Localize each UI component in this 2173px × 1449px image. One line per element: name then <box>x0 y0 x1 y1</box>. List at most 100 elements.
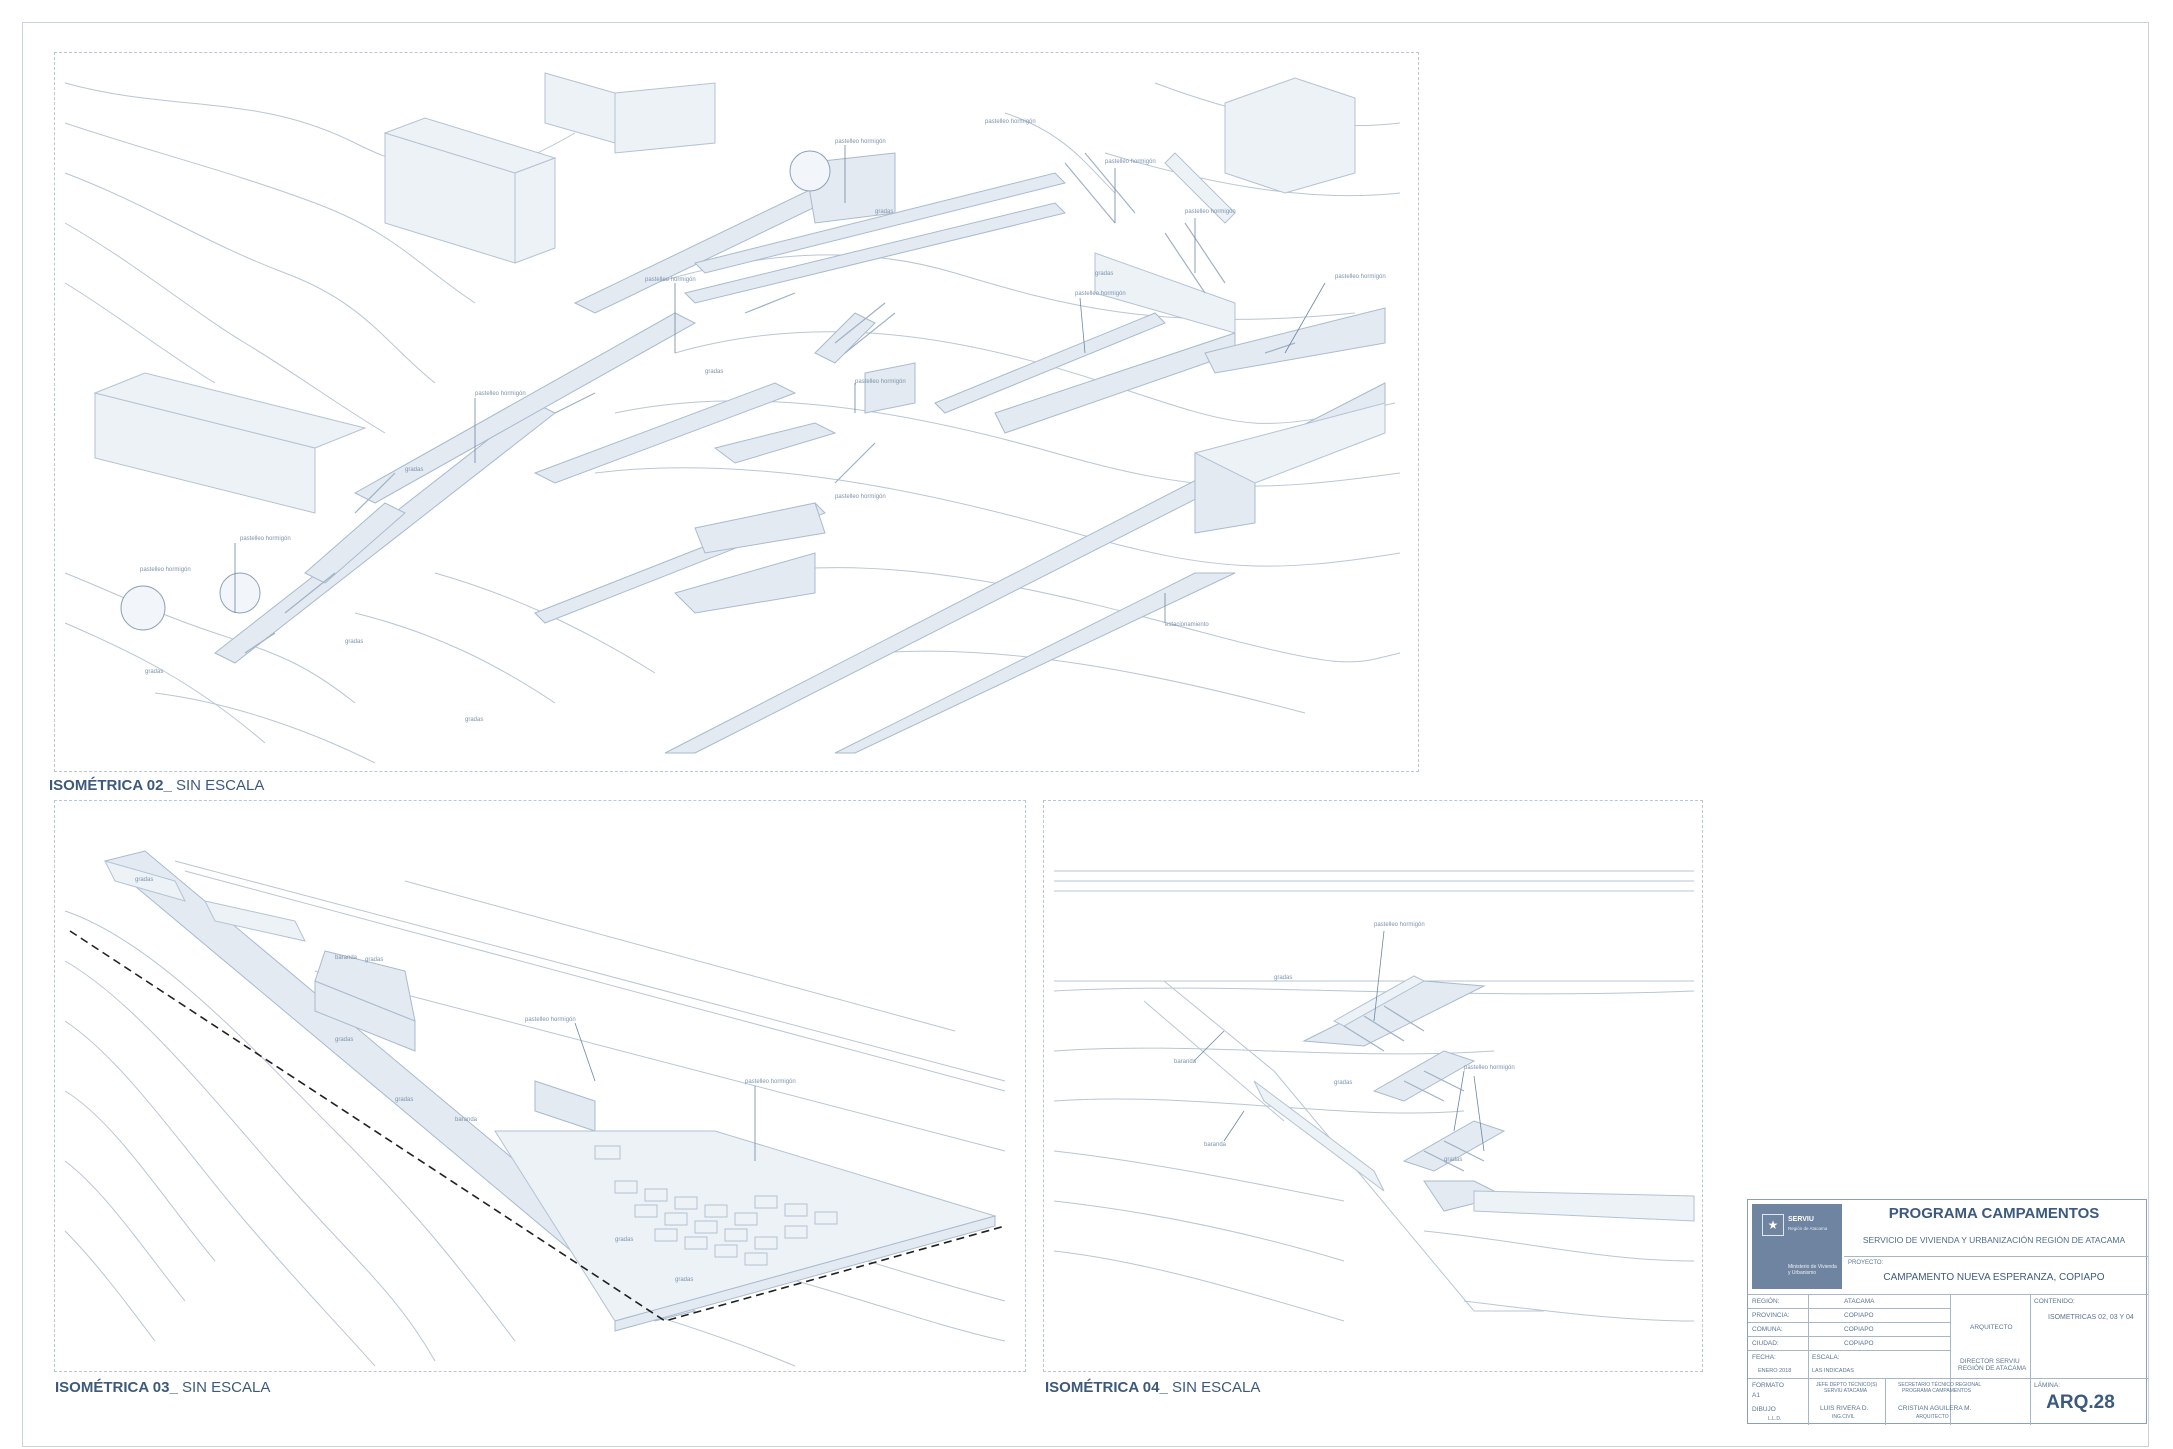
svg-text:gradas: gradas <box>1334 1080 1352 1086</box>
svg-text:gradas: gradas <box>705 369 723 375</box>
isometric-03-title-bold: ISOMÉTRICA 03_ <box>55 1379 178 1396</box>
svg-text:gradas: gradas <box>345 639 363 645</box>
svg-text:pastelleo hormigón: pastelleo hormigón <box>1374 922 1425 928</box>
project-label: PROYECTO: <box>1848 1260 1884 1266</box>
fecha-label: FECHA: <box>1752 1354 1776 1361</box>
terrace-platforms <box>103 850 997 1332</box>
svg-text:pastelleo hormigón: pastelleo hormigón <box>745 1079 796 1085</box>
divider <box>1748 1322 1950 1323</box>
svg-text:gradas: gradas <box>1095 271 1113 277</box>
region-value: ATACAMA <box>1844 1298 1875 1305</box>
svg-text:gradas: gradas <box>1274 975 1292 981</box>
svg-text:gradas: gradas <box>365 957 383 963</box>
dibujo-value: L.L.D. <box>1768 1416 1782 1422</box>
divider <box>1748 1294 2148 1295</box>
svg-text:pastelleo hormigón: pastelleo hormigón <box>855 379 906 385</box>
secretario-sub: PROGRAMA CAMPAMENTOS <box>1902 1388 1971 1394</box>
svg-text:pastelleo hormigón: pastelleo hormigón <box>835 139 886 145</box>
dibujo-label: DIBUJO <box>1752 1406 1776 1413</box>
svg-text:gradas: gradas <box>135 877 153 883</box>
isometric-02-title-bold: ISOMÉTRICA 02_ <box>49 777 172 794</box>
program-subtitle: SERVICIO DE VIVIENDA Y URBANIZACIÓN REGI… <box>1862 1235 2126 1245</box>
director-sub: REGIÓN DE ATACAMA <box>1958 1365 2027 1372</box>
isometric-04-title: ISOMÉTRICA 04_ SIN ESCALA <box>1045 1379 1260 1396</box>
svg-text:gradas: gradas <box>465 717 483 723</box>
isometric-02-title: ISOMÉTRICA 02_ SIN ESCALA <box>49 777 264 794</box>
isometric-02-title-scale: SIN ESCALA <box>171 777 265 794</box>
jefe-name: LUIS RIVERA D. <box>1820 1405 1869 1412</box>
title-block: ★ SERVIU Región de Atacama Ministerio de… <box>1747 1199 2148 1425</box>
divider <box>1748 1336 1950 1337</box>
formato-label: FORMATO <box>1752 1382 1784 1389</box>
comuna-value: COPIAPO <box>1844 1326 1874 1333</box>
sheet-border <box>22 22 2149 1447</box>
svg-text:pastelleo hormigón: pastelleo hormigón <box>1075 291 1126 297</box>
svg-text:baranda: baranda <box>455 1117 478 1123</box>
terraces-ramps <box>214 152 1386 664</box>
government-seal-icon: ★ <box>1762 1214 1784 1236</box>
svg-text:gradas: gradas <box>405 467 423 473</box>
arquitecto-label: ARQUITECTO <box>1970 1324 2013 1331</box>
secretario-name: CRISTIAN AGUILERA M. <box>1898 1405 1972 1412</box>
lower-platform <box>664 382 1386 754</box>
comuna-label: COMUNA: <box>1752 1326 1783 1333</box>
jefe-title: ING.CIVIL <box>1832 1414 1855 1420</box>
director-label: DIRECTOR SERVIU <box>1960 1358 2020 1365</box>
provincia-value: COPIAPO <box>1844 1312 1874 1319</box>
divider <box>1950 1294 1951 1425</box>
svg-text:gradas: gradas <box>875 209 893 215</box>
isometric-02-drawing: pastelleo hormigón pastelleo hormigón pa… <box>64 72 1401 764</box>
building-volumes <box>93 72 1356 514</box>
annotations: pastelleo hormigón pastelleo hormigón gr… <box>135 877 796 1283</box>
divider <box>1808 1378 1809 1425</box>
divider <box>1748 1350 1950 1351</box>
annotations: pastelleo hormigón pastelleo hormigón ba… <box>1174 922 1515 1163</box>
escala-value: LAS INDICADAS <box>1812 1368 1854 1374</box>
contour-lines <box>64 82 1401 764</box>
lamina-label: LÁMINA: <box>2034 1382 2061 1389</box>
isometric-04-title-scale: SIN ESCALA <box>1167 1379 1261 1396</box>
svg-text:pastelleo hormigón: pastelleo hormigón <box>835 494 886 500</box>
isometric-04-drawing: pastelleo hormigón pastelleo hormigón ba… <box>1053 870 1695 1322</box>
serviu-logo: ★ SERVIU Región de Atacama Ministerio de… <box>1752 1204 1842 1289</box>
svg-text:gradas: gradas <box>145 669 163 675</box>
section-line <box>69 930 1006 1322</box>
secretario-title: ARQUITECTO <box>1916 1414 1949 1420</box>
svg-text:baranda: baranda <box>335 955 358 961</box>
svg-text:pastelleo hormigón: pastelleo hormigón <box>645 277 696 283</box>
svg-text:gradas: gradas <box>675 1277 693 1283</box>
isometric-02-viewport: pastelleo hormigón pastelleo hormigón pa… <box>54 52 1419 772</box>
svg-text:gradas: gradas <box>1444 1157 1462 1163</box>
logo-ministry: Ministerio de Vivienda y Urbanismo <box>1788 1264 1837 1276</box>
svg-text:pastelleo hormigón: pastelleo hormigón <box>1335 274 1386 280</box>
svg-text:pastelleo hormigón: pastelleo hormigón <box>1105 159 1156 165</box>
logo-subtitle: Región de Atacama <box>1788 1226 1828 1231</box>
svg-text:pastelleo hormigón: pastelleo hormigón <box>525 1017 576 1023</box>
program-title: PROGRAMA CAMPAMENTOS <box>1888 1205 2100 1222</box>
escala-label: ESCALA: <box>1812 1354 1840 1361</box>
svg-text:pastelleo hormigón: pastelleo hormigón <box>985 119 1036 125</box>
project-name: CAMPAMENTO NUEVA ESPERANZA, COPIAPO <box>1883 1272 2105 1283</box>
contenido-label: CONTENIDO: <box>2034 1298 2075 1305</box>
fecha-value: ENERO 2018 <box>1758 1368 1792 1374</box>
svg-text:estacionamiento: estacionamiento <box>1165 622 1209 628</box>
stair-platforms <box>1253 975 1695 1222</box>
svg-text:pastelleo hormigón: pastelleo hormigón <box>140 567 191 573</box>
divider <box>2030 1294 2031 1425</box>
contenido-value: ISOMETRICAS 02, 03 Y 04 <box>2048 1314 2134 1321</box>
isometric-03-title: ISOMÉTRICA 03_ SIN ESCALA <box>55 1379 270 1396</box>
ciudad-value: COPIAPO <box>1844 1340 1874 1347</box>
divider <box>1748 1378 2148 1379</box>
svg-text:baranda: baranda <box>1204 1142 1227 1148</box>
tree-icons <box>120 150 831 631</box>
stairs <box>1343 1005 1485 1172</box>
provincia-label: PROVINCIA: <box>1752 1312 1790 1319</box>
svg-text:gradas: gradas <box>615 1237 633 1243</box>
svg-text:gradas: gradas <box>395 1097 413 1103</box>
sheet-number: ARQ.28 <box>2046 1392 2115 1413</box>
divider <box>1844 1256 2148 1257</box>
annotations: pastelleo hormigón pastelleo hormigón pa… <box>140 119 1386 723</box>
logo-title: SERVIU <box>1788 1216 1814 1223</box>
secretario-role: SECRETARIO TÉCNICO REGIONAL <box>1898 1382 1982 1388</box>
jefe-sub: SERVIU ATACAMA <box>1824 1388 1868 1394</box>
